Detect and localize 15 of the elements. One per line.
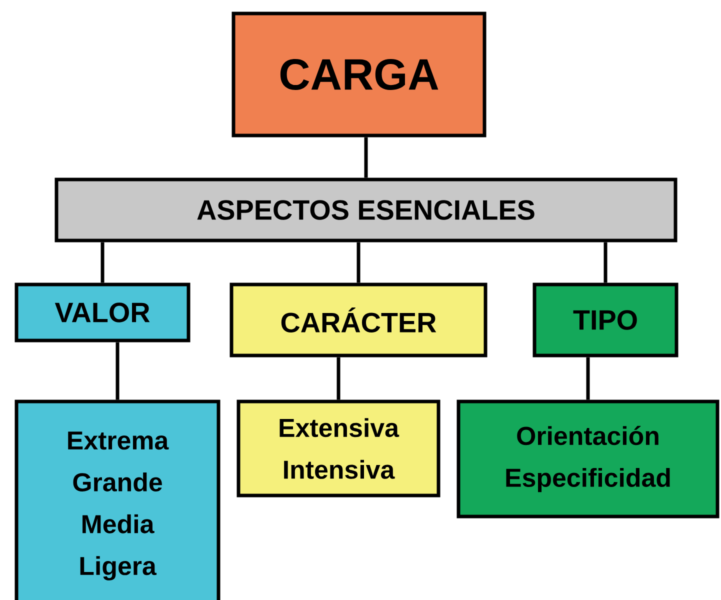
list-box: Orientación Especificidad [456, 400, 720, 518]
connector-line [604, 242, 608, 283]
list-box: Extensiva Intensiva [236, 400, 440, 498]
list-box: Extrema Grande Media Ligera [14, 400, 220, 600]
connector-line [356, 242, 360, 283]
category-box: CARÁCTER [230, 282, 488, 358]
title-box: CARGA [232, 12, 486, 138]
connector-line [100, 242, 104, 283]
connector-line [336, 357, 340, 400]
category-box: VALOR [14, 282, 190, 342]
heading-box: ASPECTOS ESENCIALES [54, 178, 678, 242]
connector-line [116, 342, 120, 400]
category-box: TIPO [532, 282, 678, 358]
connector-line [364, 137, 368, 178]
connector-line [586, 357, 590, 400]
